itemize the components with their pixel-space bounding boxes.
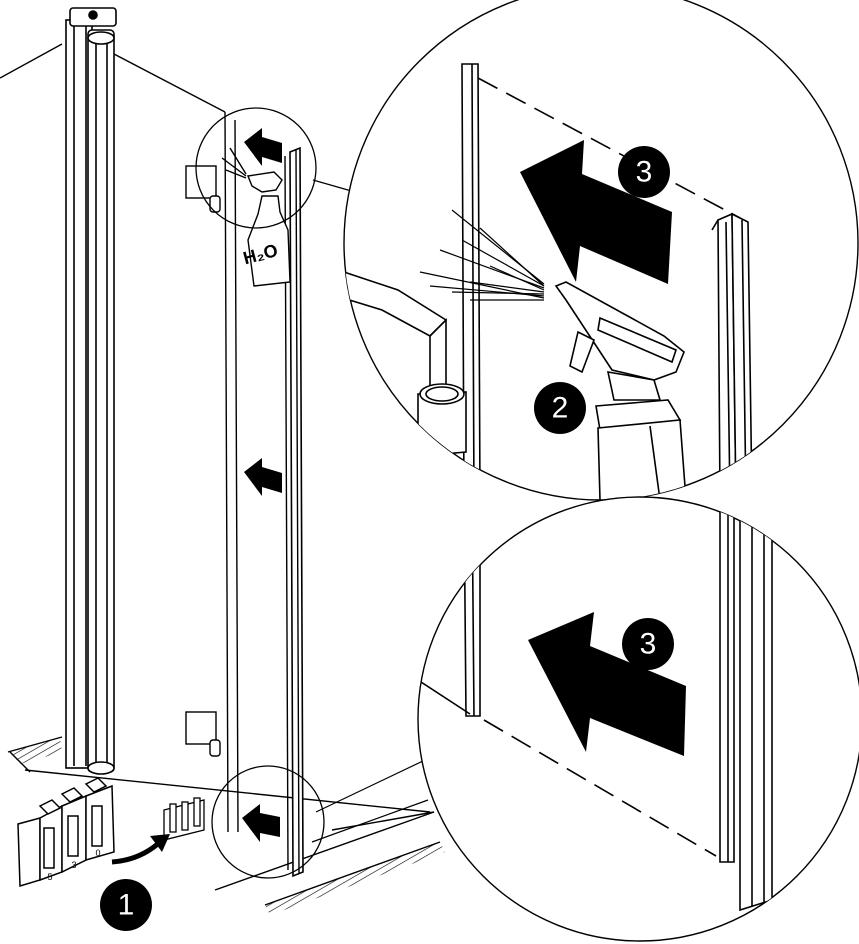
svg-text:2: 2 [552, 392, 569, 425]
step-2-badge: 2 [534, 382, 586, 434]
svg-text:1: 1 [118, 889, 135, 922]
detail-bottom: 3 [417, 496, 859, 942]
arrow-left-small-top [244, 128, 282, 166]
spacer-set [17, 777, 115, 887]
floor [0, 43, 445, 915]
arrow-left-large-bottom [528, 612, 686, 756]
detail-top: 2 3 [343, 0, 859, 501]
curved-arrow [111, 840, 162, 865]
step-3-badge-top: 3 [618, 146, 670, 198]
arrow-left-small-middle [244, 458, 282, 496]
callout-leaders [311, 179, 429, 843]
callout-top-small [195, 107, 317, 229]
svg-text:3: 3 [636, 156, 653, 189]
arrow-left-small-bottom [242, 804, 280, 842]
arrow-left-large-top [520, 140, 672, 284]
spacer-slot-label-1: 5 [47, 872, 52, 882]
wall-profile [65, 7, 117, 775]
spacer-placed [163, 797, 205, 841]
glass-door [113, 53, 304, 878]
step-3-badge-bottom: 3 [622, 618, 674, 670]
callout-bottom-small [211, 765, 325, 879]
step-1-badge: 1 [100, 879, 152, 931]
spacer-slot-label-2: 3 [71, 860, 76, 870]
curved-arrow-head [150, 834, 170, 852]
spacer-slot-label-3: 0 [95, 848, 100, 858]
svg-text:3: 3 [640, 628, 657, 661]
spray-bottle-small [221, 147, 291, 287]
